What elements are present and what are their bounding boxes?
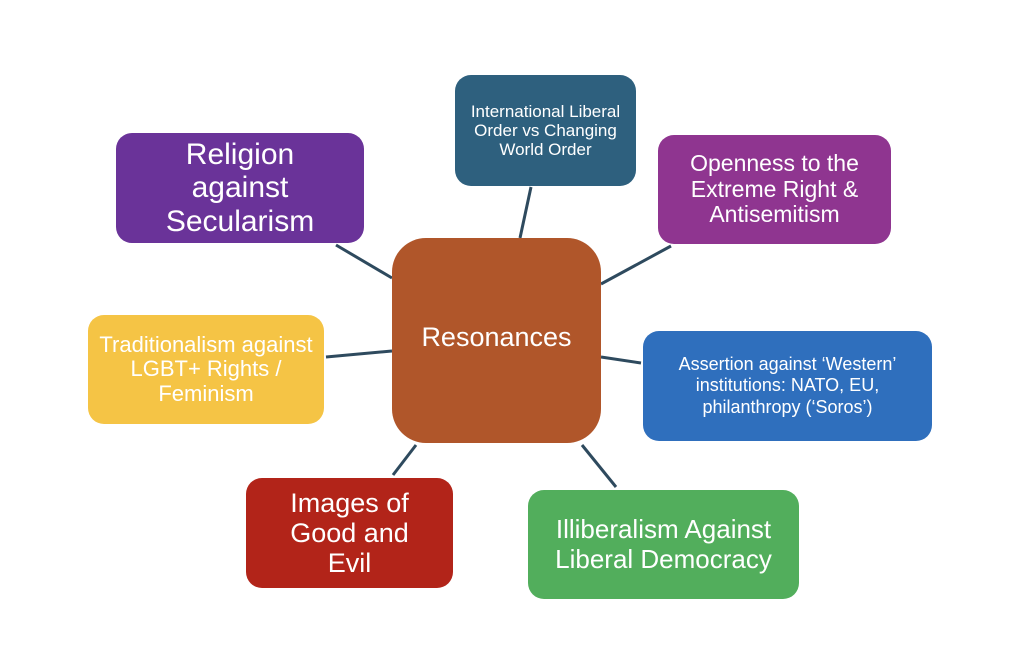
node-international: International Liberal Order vs Changing … (455, 75, 636, 186)
node-label: Assertion against ‘Western’ institutions… (678, 353, 897, 417)
connector-images (391, 444, 418, 476)
connector-assertion (600, 355, 642, 365)
node-label: Traditionalism against LGBT+ Rights / Fe… (99, 331, 313, 406)
node-assertion: Assertion against ‘Western’ institutions… (643, 331, 932, 441)
node-images: Images of Good and Evil (246, 478, 453, 588)
center-node: Resonances (392, 238, 601, 443)
connector-religion (335, 243, 393, 280)
connector-traditionalism (325, 349, 393, 359)
connector-illiberalism (580, 444, 618, 488)
node-religion: Religion against Secularism (116, 133, 364, 243)
node-label: Images of Good and Evil (290, 487, 409, 579)
connector-openness (600, 244, 672, 286)
node-label: Openness to the Extreme Right & Antisemi… (690, 149, 859, 228)
node-illiberalism: Illiberalism Against Liberal Democracy (528, 490, 799, 599)
node-label: International Liberal Order vs Changing … (470, 101, 621, 160)
node-openness: Openness to the Extreme Right & Antisemi… (658, 135, 891, 244)
center-label: Resonances (421, 322, 572, 353)
node-label: Illiberalism Against Liberal Democracy (555, 514, 772, 574)
node-label: Religion against Secularism (165, 137, 315, 238)
node-traditionalism: Traditionalism against LGBT+ Rights / Fe… (88, 315, 324, 424)
connector-international (518, 186, 533, 239)
